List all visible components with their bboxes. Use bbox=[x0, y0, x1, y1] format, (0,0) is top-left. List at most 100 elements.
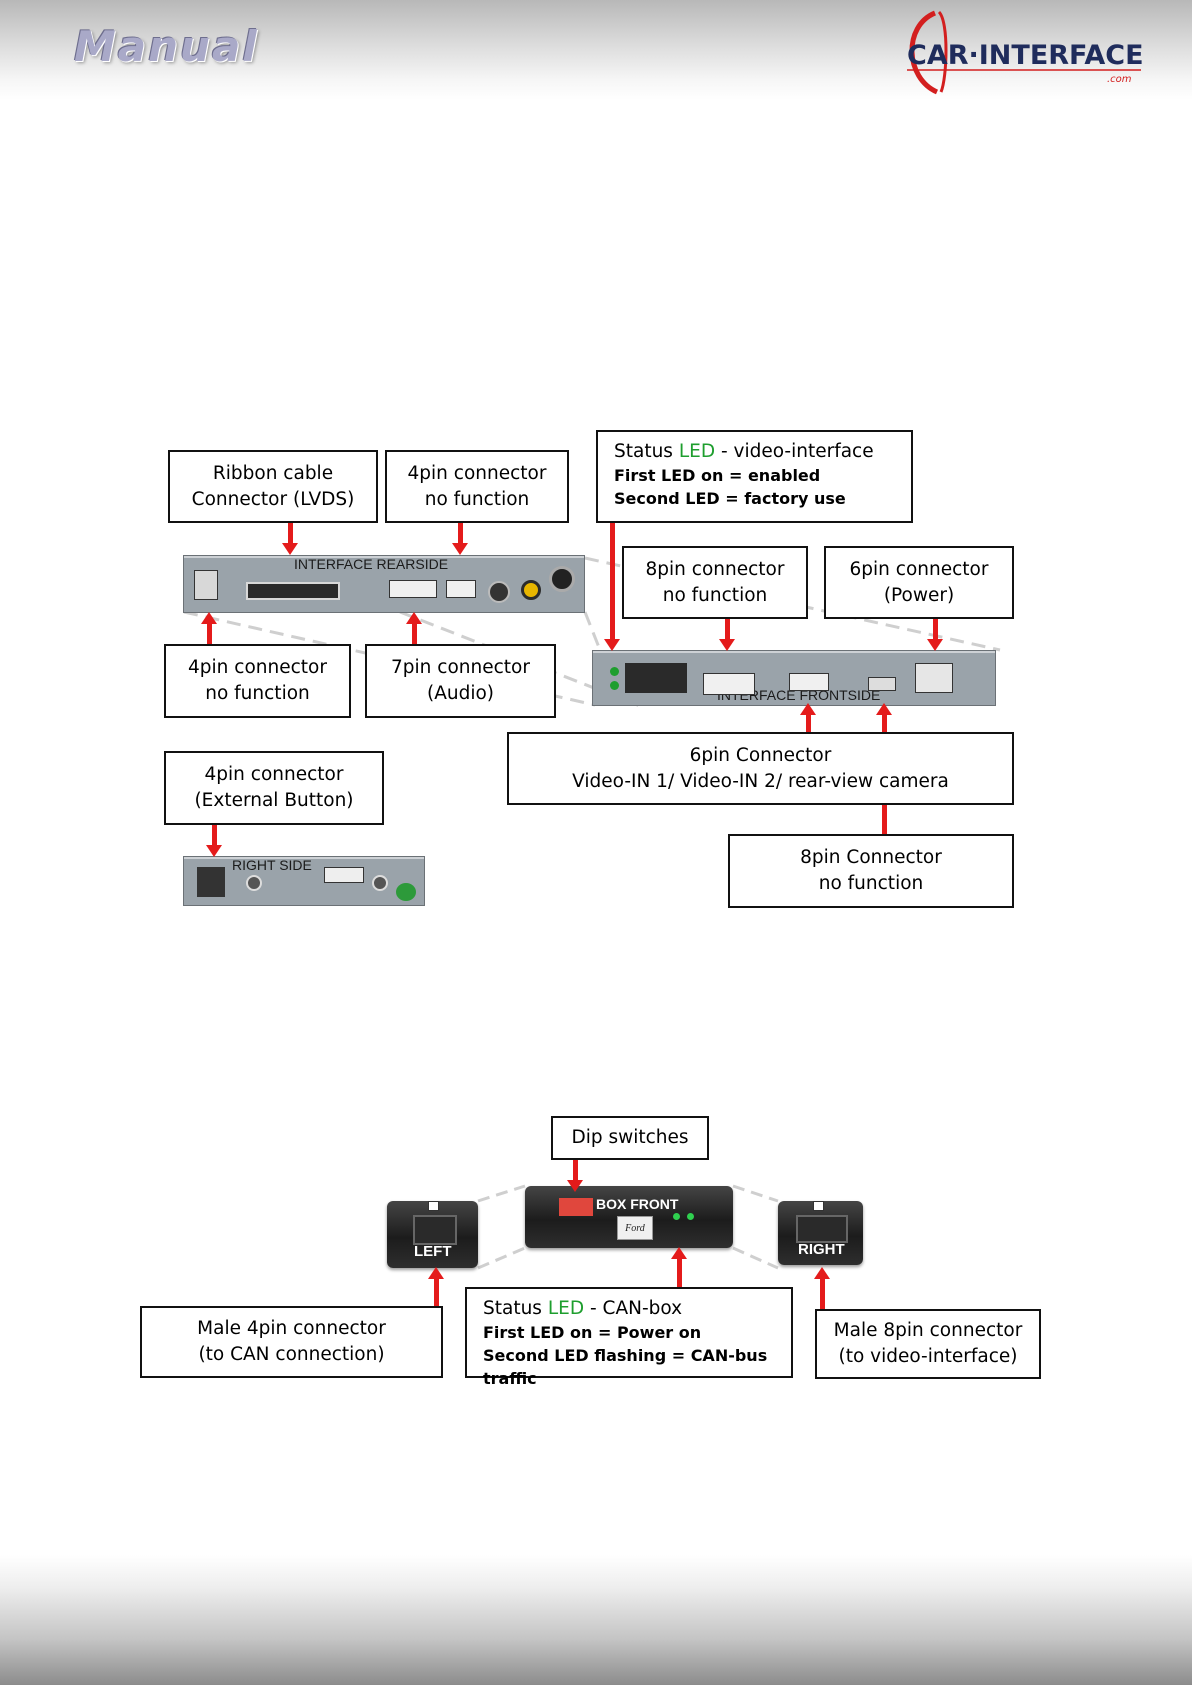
status-led-can-callout: Status LED - CAN-box First LED on = Powe… bbox=[465, 1287, 793, 1388]
arrow-power bbox=[927, 619, 943, 651]
can-right-connector: RIGHT bbox=[778, 1201, 863, 1265]
line-bottom-8pin bbox=[882, 805, 887, 834]
rca-yellow bbox=[521, 580, 541, 600]
front-8pin-callout: 8pin connector no function bbox=[622, 546, 808, 619]
left-4pin-line1: 4pin connector bbox=[188, 657, 327, 678]
arrow-left-4pin bbox=[201, 612, 217, 644]
ribbon-cable-callout: Ribbon cable Connector (LVDS) bbox=[168, 450, 378, 523]
front-8pin-line1: 8pin connector bbox=[645, 558, 785, 580]
screw-2 bbox=[372, 875, 388, 891]
can-status-line3: Second LED flashing = CAN-bus traffic bbox=[483, 1346, 768, 1388]
power-line2: (Power) bbox=[883, 584, 955, 606]
rear-4pin-line1: 4pin connector bbox=[407, 462, 547, 484]
left-latch bbox=[428, 1201, 439, 1211]
frontside-label: INTERFACE FRONTSIDE bbox=[717, 687, 881, 703]
arrow-male8 bbox=[814, 1267, 830, 1309]
status-line2: First LED on = enabled bbox=[614, 466, 821, 485]
ford-sticker: Ford bbox=[617, 1216, 653, 1240]
lvds-port bbox=[246, 582, 340, 600]
dip-label: Dip switches bbox=[571, 1127, 689, 1148]
left-label: LEFT bbox=[414, 1243, 452, 1260]
header-title: Manual bbox=[74, 22, 259, 71]
dip-switches-callout: Dip switches bbox=[551, 1116, 709, 1160]
bottom-8pin-line1: 8pin Connector bbox=[800, 847, 942, 868]
arrow-rear-4pin bbox=[452, 523, 468, 555]
male-4pin-callout: Male 4pin connector (to CAN connection) bbox=[140, 1306, 443, 1378]
button-line2: (External Button) bbox=[194, 790, 354, 811]
rearside-label: INTERFACE REARSIDE bbox=[294, 556, 449, 572]
green-sticker bbox=[396, 883, 416, 901]
ribbon-line2: Connector (LVDS) bbox=[191, 488, 355, 510]
status-line3: Second LED = factory use bbox=[614, 489, 846, 508]
button-line1: 4pin connector bbox=[204, 764, 344, 785]
rightside-label: RIGHT SIDE bbox=[232, 857, 312, 873]
right-socket bbox=[796, 1215, 848, 1243]
can-status-led-word: LED bbox=[547, 1298, 585, 1319]
rear-4pin-port-2 bbox=[446, 580, 476, 598]
rear-4pin-callout: 4pin connector no function bbox=[385, 450, 569, 523]
rear-4pin-port bbox=[194, 570, 218, 600]
front-8pin-port bbox=[703, 673, 755, 695]
arrow-audio bbox=[406, 612, 422, 644]
arrow-video-1 bbox=[800, 703, 816, 732]
arrow-video-2 bbox=[876, 703, 892, 732]
status-led-video-callout: Status LED - video-interface First LED o… bbox=[596, 430, 913, 523]
video-6pin-callout: 6pin Connector Video-IN 1/ Video-IN 2/ r… bbox=[507, 732, 1014, 805]
right-latch bbox=[813, 1201, 824, 1211]
left-4pin-callout: 4pin connector no function bbox=[164, 644, 351, 718]
interface-rightside-panel: RIGHT SIDE bbox=[183, 856, 425, 906]
status-prefix: Status bbox=[614, 441, 679, 462]
bottom-8pin-callout: 8pin Connector no function bbox=[728, 834, 1014, 908]
status-led-word: LED bbox=[678, 441, 716, 462]
front-6pin-port bbox=[789, 673, 829, 691]
page-header bbox=[0, 0, 1192, 100]
interface-frontside-panel: INTERFACE FRONTSIDE bbox=[592, 650, 996, 706]
audio-line1: 7pin connector bbox=[391, 657, 530, 678]
status-suffix: - video-interface bbox=[715, 441, 874, 462]
label-sticker bbox=[324, 867, 364, 883]
audio-line2: (Audio) bbox=[426, 683, 495, 704]
front-8pin-line2: no function bbox=[662, 584, 768, 606]
male4-line1: Male 4pin connector bbox=[197, 1318, 386, 1339]
box-front-label: BOX FRONT bbox=[596, 1196, 679, 1212]
screw-1 bbox=[246, 875, 262, 891]
jack-black bbox=[488, 581, 510, 603]
car-interface-logo: CAR·INTERFACE .com bbox=[895, 8, 1145, 98]
arrow-ribbon bbox=[282, 523, 298, 555]
male4-line2: (to CAN connection) bbox=[198, 1344, 385, 1365]
logo-text: CAR·INTERFACE bbox=[907, 40, 1144, 71]
right-label: RIGHT bbox=[798, 1241, 845, 1258]
antenna-jack bbox=[549, 566, 575, 592]
page-footer bbox=[0, 1555, 1192, 1685]
can-status-prefix: Status bbox=[483, 1298, 548, 1319]
power-line1: 6pin connector bbox=[849, 558, 989, 580]
logo-sub: .com bbox=[1107, 74, 1132, 85]
front-power-port bbox=[915, 663, 953, 693]
can-left-connector: LEFT bbox=[387, 1201, 478, 1268]
rear-7pin-port bbox=[389, 580, 437, 598]
arrow-can-status bbox=[671, 1247, 687, 1287]
male8-line1: Male 8pin connector bbox=[833, 1320, 1023, 1341]
can-box-front: BOX FRONT Ford bbox=[525, 1186, 733, 1248]
power-6pin-callout: 6pin connector (Power) bbox=[824, 546, 1014, 619]
led-1 bbox=[610, 667, 619, 676]
arrow-male4 bbox=[428, 1267, 444, 1306]
arrow-front-8pin bbox=[719, 619, 735, 651]
ribbon-line1: Ribbon cable bbox=[212, 462, 334, 484]
rear-4pin-line2: no function bbox=[424, 488, 530, 510]
left-socket bbox=[413, 1215, 457, 1245]
arrow-button bbox=[206, 825, 222, 857]
front-8pin-port-2 bbox=[868, 677, 896, 691]
interface-rearside-panel: INTERFACE REARSIDE bbox=[183, 555, 585, 613]
arrow-status-led bbox=[604, 523, 620, 651]
can-led-1 bbox=[673, 1213, 680, 1220]
button-4pin-callout: 4pin connector (External Button) bbox=[164, 751, 384, 825]
left-4pin-line2: no function bbox=[205, 683, 310, 704]
male8-line2: (to video-interface) bbox=[838, 1346, 1018, 1367]
button-port bbox=[197, 867, 225, 897]
dip-switch-block bbox=[559, 1198, 593, 1216]
can-status-line2: First LED on = Power on bbox=[483, 1323, 702, 1342]
led-2 bbox=[610, 681, 619, 690]
can-status-suffix: - CAN-box bbox=[584, 1298, 683, 1319]
video-line2: Video-IN 1/ Video-IN 2/ rear-view camera bbox=[572, 770, 949, 792]
